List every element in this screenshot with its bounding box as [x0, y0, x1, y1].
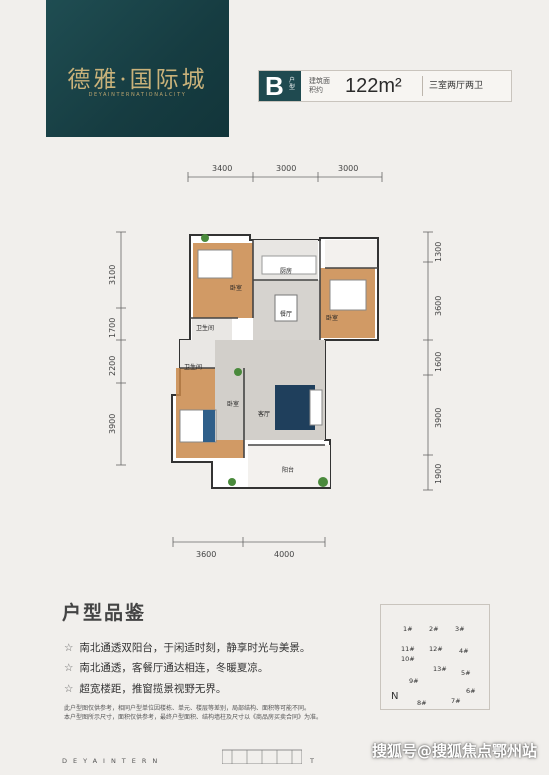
feature-item: ☆ 超宽楼距，推窗揽景视野无界。 — [64, 681, 226, 696]
bath-left-floor — [180, 340, 215, 368]
building-label: 11# — [401, 645, 415, 653]
label-bedroom-left: 卧室 — [227, 400, 239, 408]
brand-subtitle: DEYAINTERNATIONALCITY — [88, 92, 187, 98]
layout-description: 三室两厅两卫 — [429, 81, 484, 91]
sofa — [309, 389, 323, 426]
bed-right — [329, 279, 367, 311]
dim-right-5: 1900 — [434, 464, 443, 484]
footer-text: DEYAINTERN — [62, 757, 164, 765]
building-label: 4# — [459, 647, 469, 655]
dim-right-1: 1300 — [434, 242, 443, 262]
disclaimer-note: 此户型图仅供参考，相同户型单位因楼栋、单元、楼层等差别，局部结构、面积等可能不同… — [64, 705, 311, 712]
feature-item: ☆ 南北通透双阳台，于闲适时刻，静享时光与美景。 — [64, 640, 310, 655]
balcony-floor — [248, 445, 330, 487]
building-label: 9# — [409, 677, 419, 685]
dim-left-4: 3900 — [108, 414, 117, 434]
dimension-lines — [116, 172, 433, 547]
dim-top-2: 3000 — [276, 164, 296, 173]
balcony-north-floor — [325, 240, 377, 268]
dim-top-3: 3000 — [338, 164, 358, 173]
label-balcony: 阳台 — [282, 466, 294, 474]
dim-left-1: 3100 — [108, 265, 117, 285]
plant — [228, 478, 236, 486]
dim-bottom-1: 3600 — [196, 550, 216, 559]
label-living: 客厅 — [258, 410, 270, 418]
label-bath-left: 卫生间 — [184, 363, 202, 371]
dimension-labels: 3400 3000 3000 3600 4000 3100 1700 2200 … — [108, 164, 443, 559]
brand-name: 德雅·国际城 — [67, 67, 208, 93]
label-kitchen: 厨房 — [280, 267, 292, 275]
plant — [318, 477, 328, 487]
floor-plan: 3400 3000 3000 3600 4000 3100 1700 2200 … — [108, 164, 443, 559]
building-label: 5# — [461, 669, 471, 677]
building-label: 12# — [429, 645, 443, 653]
bed-top — [197, 249, 233, 279]
room-labels: 卧室 厨房 卧室 餐厅 卫生间 卫生间 卧室 客厅 阳台 — [184, 267, 338, 474]
unit-type-letter: B — [265, 71, 284, 101]
bed-left-blanket — [203, 410, 215, 442]
footer-text: T — [310, 757, 314, 765]
plant — [201, 234, 209, 242]
building-label: 7# — [451, 697, 461, 705]
label-bedroom-top: 卧室 — [230, 284, 242, 292]
dim-right-2: 3600 — [434, 296, 443, 316]
dim-bottom-2: 4000 — [274, 550, 294, 559]
dim-right-3: 1600 — [434, 352, 443, 372]
unit-header: B 户型 建筑面积约 122m² 三室两厅两卫 — [258, 70, 512, 102]
furniture — [179, 234, 367, 487]
bath-top-floor — [192, 318, 232, 340]
feature-item: ☆ 南北通透，客餐厅通达相连，冬暖夏凉。 — [64, 660, 268, 675]
building-label: 13# — [433, 665, 447, 673]
label-bedroom-right: 卧室 — [326, 314, 338, 322]
building-label: 2# — [429, 625, 439, 633]
area-value: 122m² — [345, 75, 402, 97]
brand-panel: 德雅·国际城 DEYAINTERNATIONALCITY — [46, 0, 229, 137]
dim-top-1: 3400 — [212, 164, 232, 173]
building-label: 3# — [455, 625, 465, 633]
kitchen-counter — [261, 255, 317, 275]
feature-text: 南北通透，客餐厅通达相连，冬暖夏凉。 — [79, 662, 269, 674]
unit-type-badge: B 户型 — [259, 71, 301, 101]
dim-left-2: 1700 — [108, 318, 117, 338]
label-bath-top: 卫生间 — [196, 324, 214, 332]
plant — [234, 368, 242, 376]
star-icon: ☆ — [64, 642, 74, 654]
building-label: 1# — [403, 625, 413, 633]
interior-walls — [180, 240, 378, 458]
review-title: 户型品鉴 — [62, 602, 147, 624]
living-rug — [275, 385, 315, 430]
source-watermark: 搜狐号@搜狐焦点鄂州站 — [371, 742, 537, 760]
feature-text: 超宽楼距，推窗揽景视野无界。 — [79, 683, 227, 695]
star-icon: ☆ — [64, 683, 74, 695]
feature-text: 南北通透双阳台，于闲适时刻，静享时光与美景。 — [79, 642, 311, 654]
disclaimer-note: 本户型图所示尺寸，面积仅供参考，最终户型面积、结构墙柱及尺寸以《商品房买卖合同》… — [64, 714, 323, 721]
unit-type-caption: 户型 — [289, 77, 296, 91]
site-key-map: 1# 2# 3# 11# 12# 4# 10# 13# 5# 9# 8# 7# … — [380, 604, 490, 710]
dim-left-3: 2200 — [108, 356, 117, 376]
area-caption: 建筑面积约 — [309, 77, 330, 94]
header-divider — [422, 76, 423, 96]
dining-table — [274, 294, 298, 322]
star-icon: ☆ — [64, 662, 74, 674]
building-label: 10# — [401, 655, 415, 663]
building-label: 6# — [466, 687, 476, 695]
building-illustration — [222, 749, 302, 764]
building-label: 8# — [417, 699, 427, 707]
dim-right-4: 3900 — [434, 408, 443, 428]
label-dining: 餐厅 — [280, 310, 292, 318]
north-indicator: N — [391, 691, 399, 702]
